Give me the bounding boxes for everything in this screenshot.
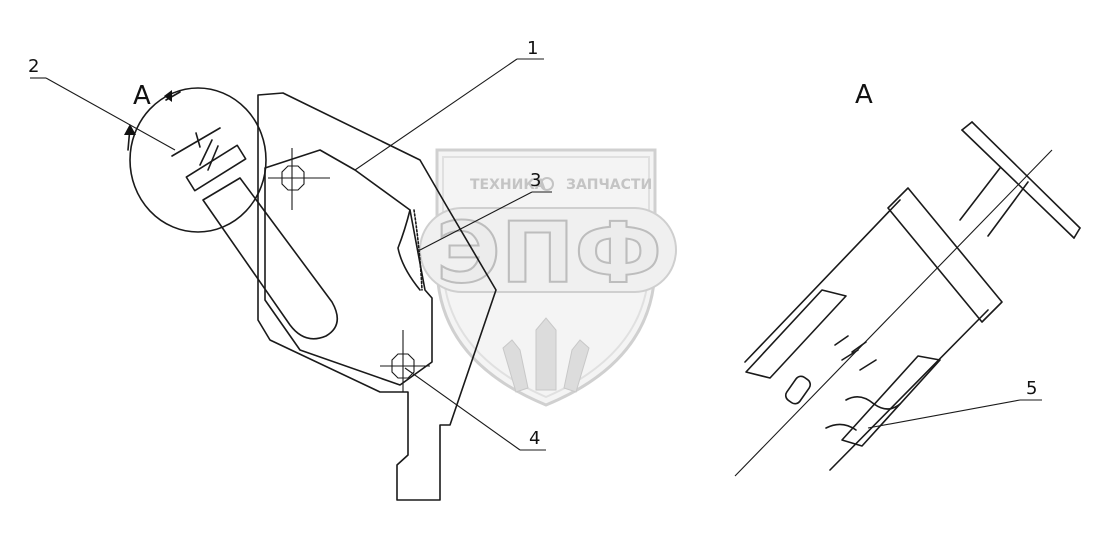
bracket [264,149,433,386]
adjusting-screw [171,127,247,192]
spring-slot [784,375,812,405]
centre-mark-upper [268,148,330,210]
view-label-a-detail: A [855,80,873,110]
gear-icon [540,177,554,191]
callout-label-3: 3 [530,170,541,191]
callout-label-1: 1 [527,38,538,59]
callout-1: 1 [354,38,544,171]
centre-mark-lower [380,330,430,392]
view-label-a-main: A [133,81,151,111]
watermark-text-left: ТЕХНИКА [470,177,546,193]
watermark-text-right: ЗАПЧАСТИ [566,177,652,193]
section-wall-lower [841,355,941,447]
detail-view-a: A 5 [734,80,1081,477]
detail-circle-a [129,87,267,233]
callout-4: 4 [404,367,546,451]
mounting-plate [257,92,497,501]
callout-label-2: 2 [28,56,39,77]
watermark-logo: ТЕХНИКА ЗАПЧАСТИ ЭПФ [419,148,677,407]
nut [887,187,1003,323]
cutout-edge [397,209,421,291]
callout-label-4: 4 [529,428,540,449]
lever-arm [202,177,339,340]
serrated-edge [413,209,423,291]
watermark-brand: ЭПФ [436,204,662,302]
callout-3: 3 [419,170,552,251]
callout-2: 2 [28,56,176,151]
callout-label-5: 5 [1026,378,1037,399]
wheat-icon [502,317,590,393]
ratchet-teeth [834,335,877,371]
section-wall-upper [745,289,847,379]
main-assembly-view: A [124,81,497,501]
